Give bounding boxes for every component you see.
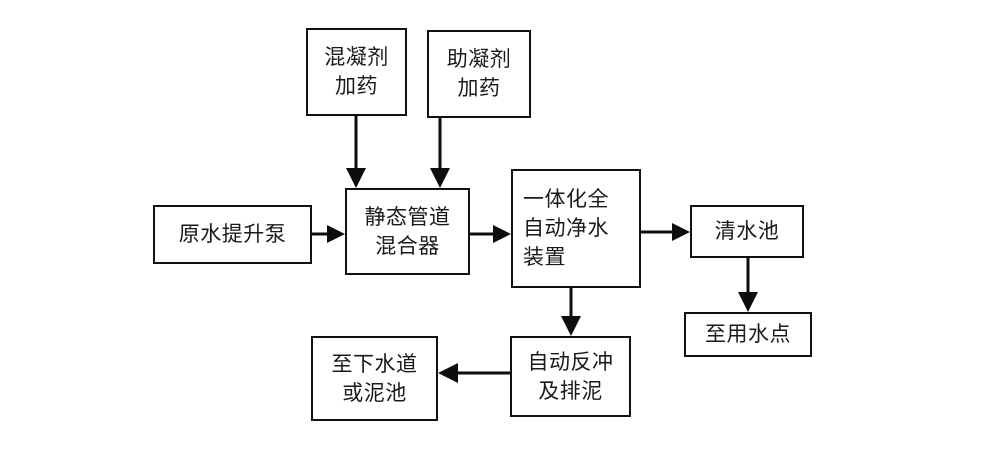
node-water-use-point[interactable]: 至用水点 [684,312,812,357]
node-label: 一体化全 自动净水 装置 [523,187,609,269]
edge-pump-to-mixer [312,225,345,243]
node-label: 清水池 [714,219,780,244]
node-label: 静态管道 混合器 [364,204,451,258]
edge-coagulant-to-mixer [346,116,366,188]
node-backwash-sludge-discharge[interactable]: 自动反冲 及排泥 [510,336,631,417]
node-label: 自动反冲 及排泥 [527,349,614,403]
edge-mixer-to-purification [470,225,511,243]
node-flocculant-dosing[interactable]: 助凝剂 加药 [427,30,531,118]
node-sewer-or-sludge-pit[interactable]: 至下水道 或泥池 [311,336,438,421]
edge-tank-to-use-point [738,258,758,312]
node-label: 至下水道 或泥池 [331,351,418,405]
edge-purification-to-tank [641,223,690,241]
node-label: 至用水点 [705,322,791,347]
node-purification-unit[interactable]: 一体化全 自动净水 装置 [511,169,641,288]
node-clear-water-tank[interactable]: 清水池 [690,205,804,258]
node-label: 助凝剂 加药 [446,47,512,100]
node-raw-water-pump[interactable]: 原水提升泵 [153,205,312,264]
edge-purification-to-backwash [561,288,581,336]
node-label: 原水提升泵 [178,222,287,247]
edge-backwash-to-sewer [438,363,510,383]
node-label: 混凝剂 加药 [324,45,389,98]
node-coagulant-dosing[interactable]: 混凝剂 加药 [306,28,407,116]
node-static-mixer[interactable]: 静态管道 混合器 [345,188,470,275]
edge-flocculant-to-mixer [430,118,450,188]
